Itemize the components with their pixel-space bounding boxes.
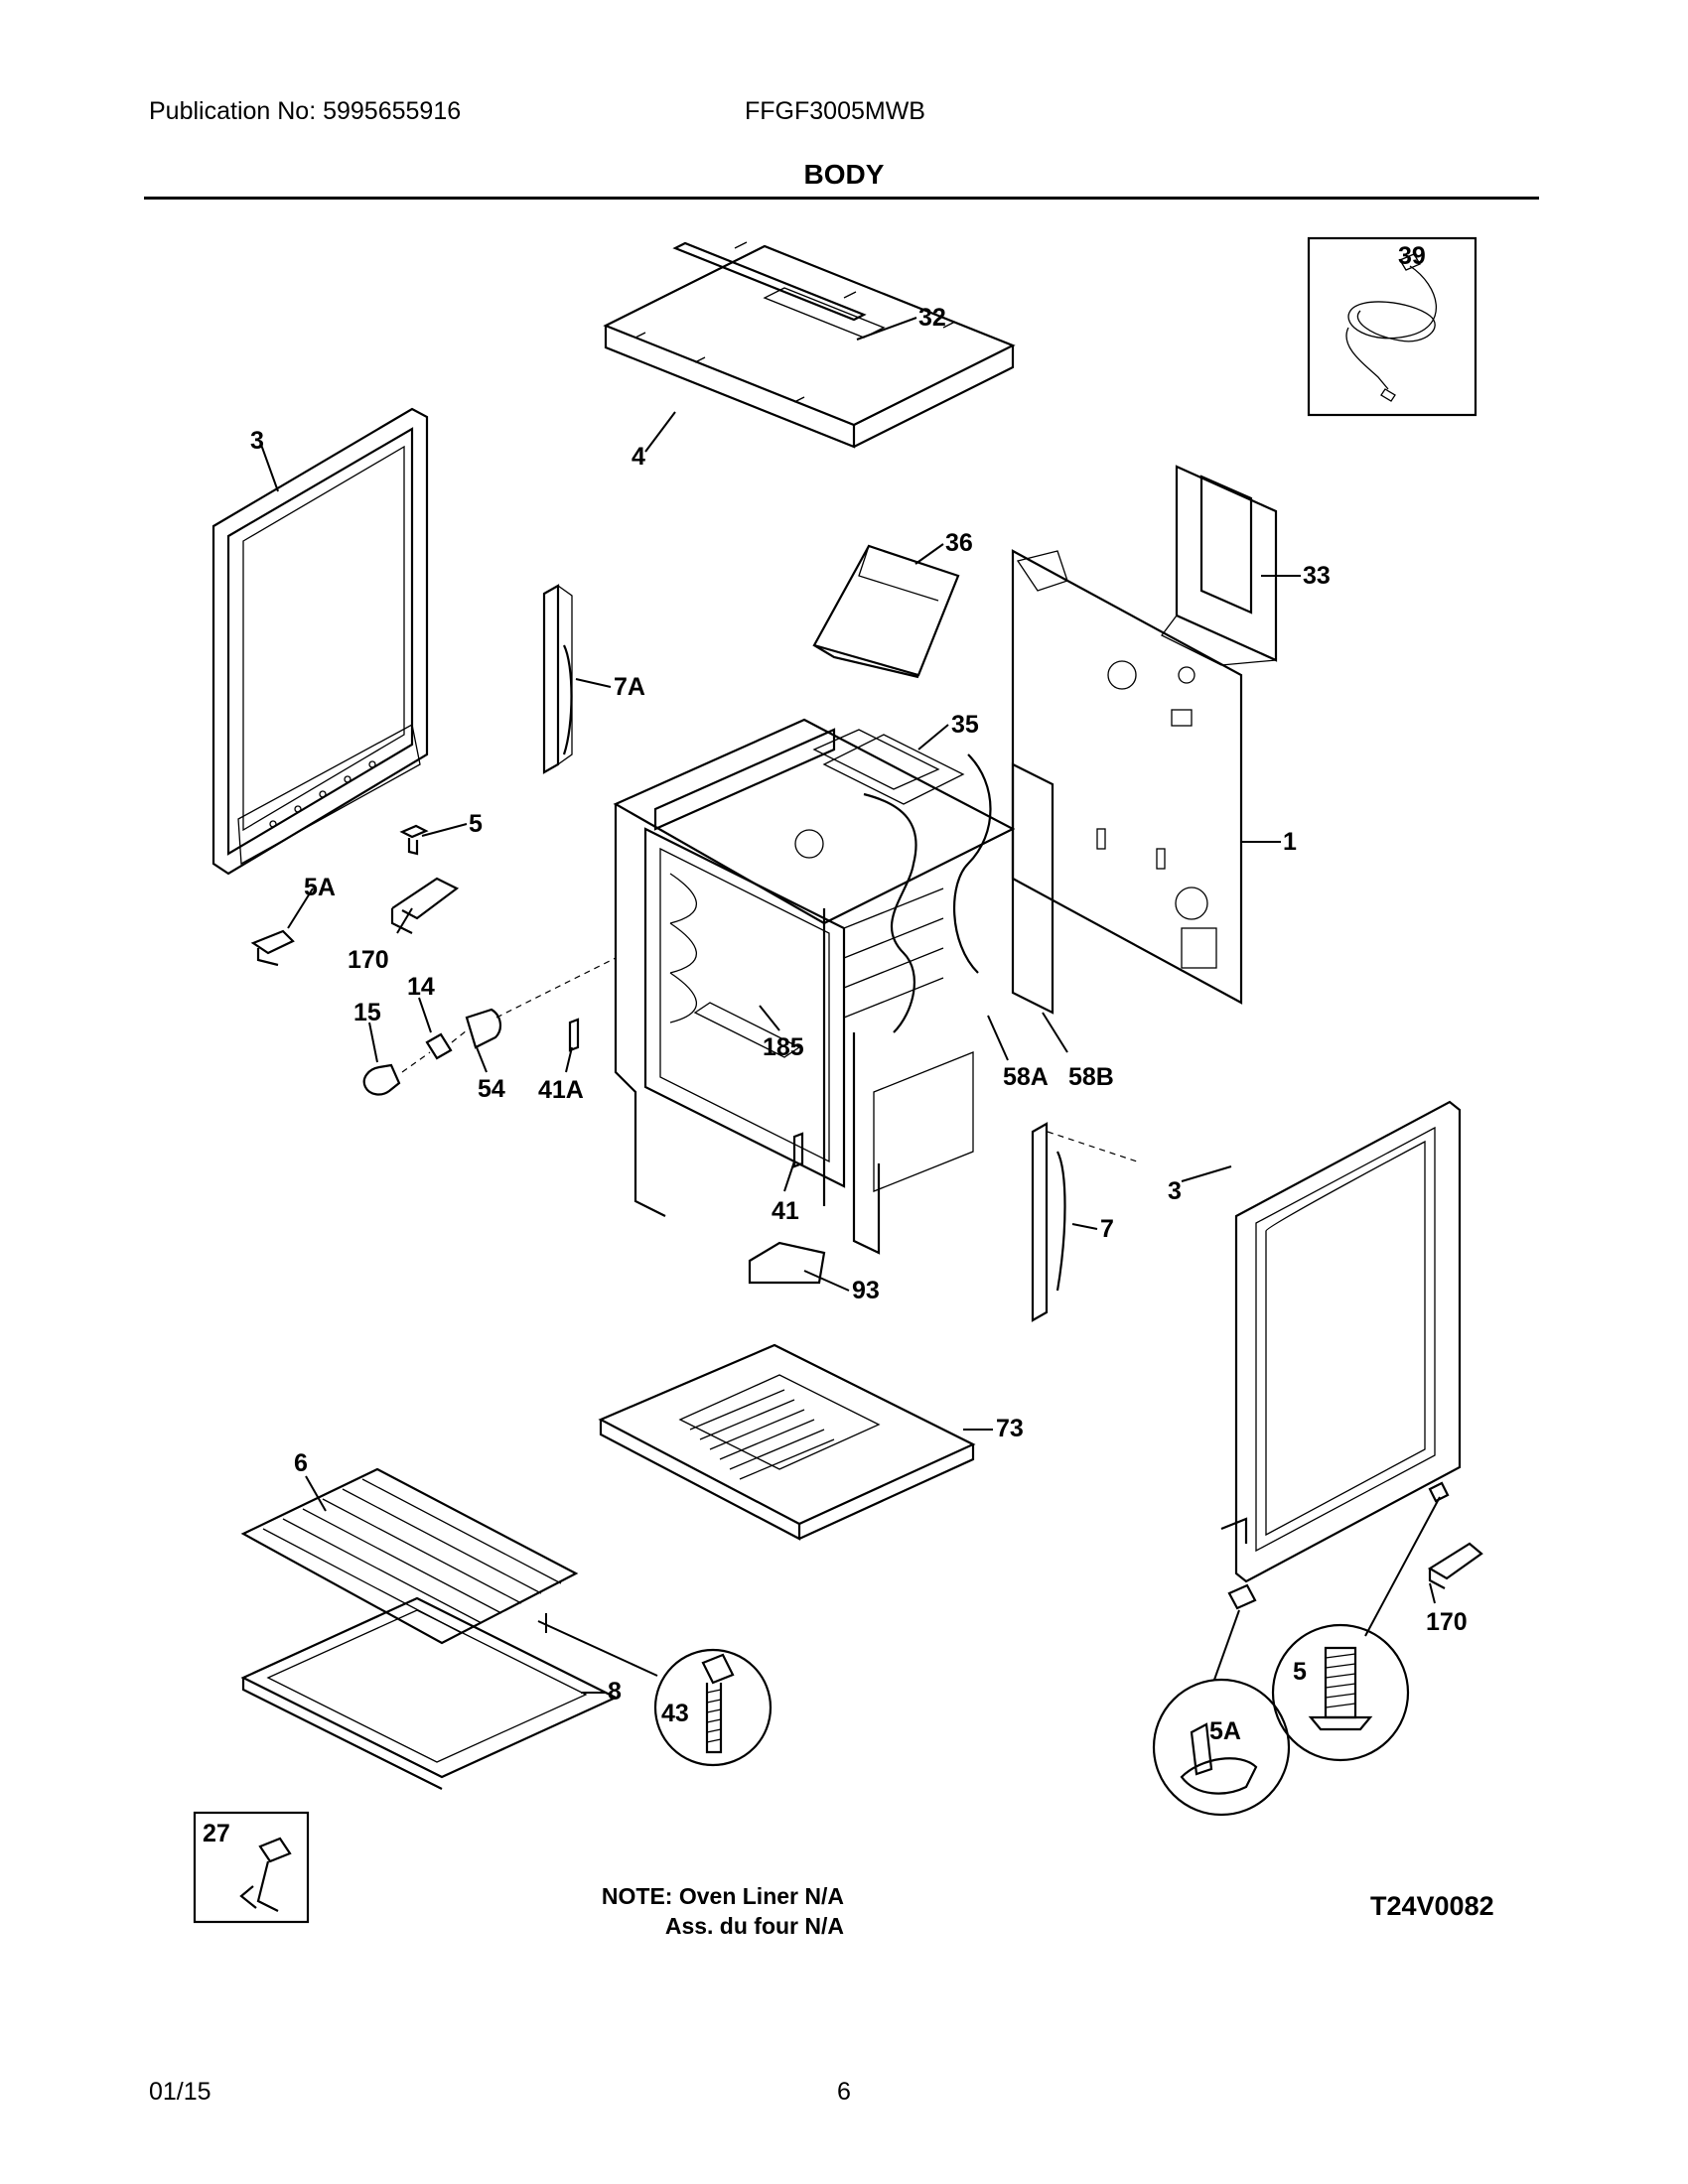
- leveling-leg-detail-5: [1271, 1496, 1441, 1762]
- callout-41a: 41A: [538, 1076, 584, 1104]
- hinge-receptacle-7: [1031, 1122, 1138, 1322]
- callout-5a-left: 5A: [304, 874, 336, 901]
- callout-170-right: 170: [1426, 1608, 1468, 1636]
- callout-1: 1: [1283, 828, 1297, 856]
- broiler-drawer-8: [240, 1596, 619, 1790]
- callout-7a: 7A: [614, 673, 645, 701]
- publication-number: Publication No: 5995655916: [149, 97, 462, 125]
- note-line-french: Ass. du four N/A: [664, 1913, 844, 1939]
- clip-41a: [568, 1018, 580, 1052]
- hinge-receptacle-7a: [542, 584, 573, 774]
- callout-33: 33: [1303, 562, 1331, 590]
- oven-vent-36: [812, 544, 960, 679]
- diagram-id: T24V0082: [1370, 1891, 1494, 1921]
- leveling-parts-left: [250, 824, 460, 967]
- callout-5-left: 5: [469, 810, 483, 838]
- callout-3-left: 3: [250, 427, 264, 455]
- oven-light-assembly: [362, 957, 617, 1096]
- vent-cover-35: [812, 729, 940, 790]
- footer-date: 01/15: [149, 2078, 211, 2106]
- callout-5-right: 5: [1293, 1658, 1307, 1686]
- header-divider: [144, 197, 1539, 200]
- callout-4: 4: [632, 443, 645, 471]
- callout-32: 32: [918, 304, 946, 332]
- note-line-english: NOTE: Oven Liner N/A: [601, 1883, 844, 1909]
- callout-8: 8: [608, 1678, 622, 1706]
- side-panel-left: [211, 407, 429, 876]
- bracket-inset-27: [193, 1811, 310, 1924]
- callout-170-left: 170: [348, 946, 389, 974]
- callout-54: 54: [478, 1075, 505, 1103]
- callout-58a: 58A: [1003, 1063, 1049, 1091]
- power-cord-inset: [1307, 236, 1477, 417]
- leg-bracket-detail-5a: [1152, 1609, 1291, 1817]
- oven-rack-6: [240, 1467, 579, 1645]
- callout-93: 93: [852, 1277, 880, 1304]
- screw-detail-43: [537, 1613, 773, 1767]
- callout-73: 73: [996, 1415, 1024, 1442]
- callout-27: 27: [203, 1820, 230, 1847]
- callout-14: 14: [407, 973, 435, 1001]
- callout-36: 36: [945, 529, 973, 557]
- callout-leaders: [259, 317, 1436, 1694]
- callout-6: 6: [294, 1449, 308, 1477]
- page-number: 6: [837, 2078, 851, 2106]
- model-number: FFGF3005MWB: [745, 97, 925, 125]
- section-title: BODY: [803, 159, 885, 190]
- oven-liner-note: NOTE: Oven Liner N/A Ass. du four N/A: [556, 1881, 844, 1941]
- callout-15: 15: [353, 999, 381, 1026]
- callout-5a-right: 5A: [1209, 1717, 1241, 1745]
- callout-41: 41: [772, 1197, 799, 1225]
- side-panel-right: [1220, 1100, 1462, 1583]
- top-bracket-assembly: [603, 241, 1016, 449]
- callout-7: 7: [1100, 1215, 1114, 1243]
- clip-41: [792, 1132, 804, 1168]
- callout-43: 43: [661, 1700, 689, 1727]
- callout-185: 185: [763, 1033, 804, 1061]
- burner-baffle-93: [748, 1241, 826, 1285]
- callout-3-right: 3: [1168, 1177, 1182, 1205]
- leveling-parts-right: [1227, 1481, 1483, 1610]
- callout-58b: 58B: [1068, 1063, 1114, 1091]
- oven-bottom-73: [598, 1343, 976, 1541]
- callout-35: 35: [951, 711, 979, 739]
- oven-liner-body: [613, 718, 1055, 1255]
- back-panel-1: [1011, 549, 1243, 1005]
- callout-39: 39: [1398, 242, 1426, 270]
- rear-bracket-33: [1161, 465, 1278, 666]
